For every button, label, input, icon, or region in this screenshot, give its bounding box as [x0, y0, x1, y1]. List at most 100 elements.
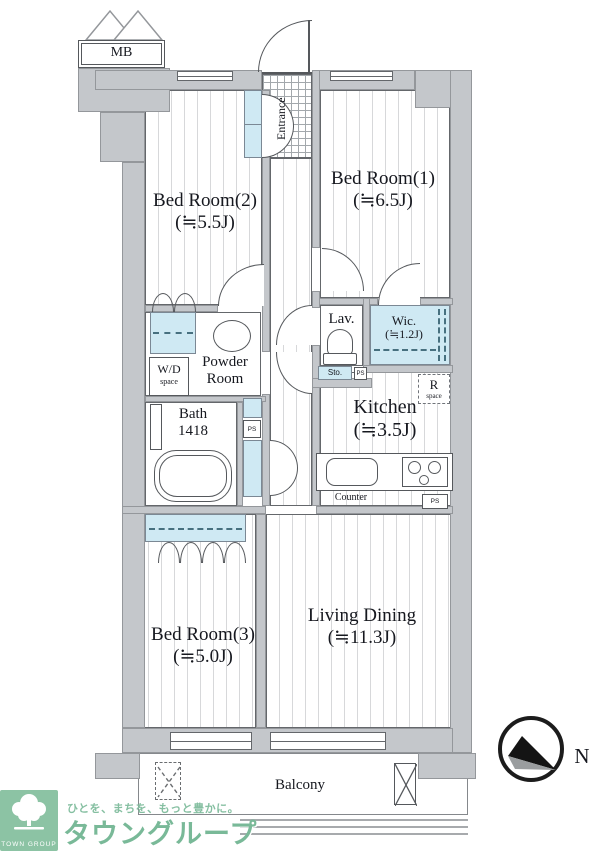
wd-label: W/D	[157, 362, 181, 376]
gas-meter-icon	[84, 9, 164, 41]
living-name: Living Dining	[307, 605, 417, 626]
window-bedroom2-top	[177, 71, 233, 81]
balcony-rail-line-2	[240, 826, 468, 828]
entrance-label-text: Entrance	[274, 97, 288, 141]
entrance-door-swing	[258, 20, 312, 72]
kitchen-name: Kitchen	[353, 396, 417, 418]
r-label: R	[429, 377, 439, 392]
bath-side-cabinet-lower	[243, 440, 262, 497]
wic-side-rail-1	[438, 309, 440, 361]
bedroom1-size: (≒6.5J)	[353, 190, 413, 212]
bath-side-cabinet-upper	[243, 398, 262, 418]
living-label: Living Dining (≒11.3J)	[272, 605, 452, 649]
wic-side-rail-2	[444, 309, 446, 361]
balcony-hatch-cross-icon	[394, 763, 418, 807]
r-space-label: space	[426, 392, 442, 401]
town-group-logo: TOWN GROUP	[0, 790, 58, 851]
entrance-label: Entrance	[274, 84, 290, 154]
wall-bedroom1-bottom-right	[420, 298, 453, 305]
lavatory-label: Lav.	[328, 311, 355, 327]
window-bedroom1-top	[330, 71, 393, 81]
storage-strip	[318, 366, 352, 380]
wall-mid-band-right	[316, 506, 453, 514]
kitchen-label: Kitchen (≒3.5J)	[310, 396, 460, 442]
balcony-rail-line-3	[240, 833, 468, 835]
washer-dryer-space: W/D space	[149, 357, 189, 396]
stove-burner-3	[419, 475, 429, 485]
powder-line1: Powder	[202, 354, 248, 370]
living-floor	[266, 514, 453, 728]
brand-tagline: ひとを、まちを、もっと豊かに。	[67, 803, 240, 815]
bedroom3-label: Bed Room(3) (≒5.0J)	[118, 624, 288, 668]
wall-left-main	[122, 162, 145, 728]
bedroom3-closet-rail	[149, 528, 242, 530]
bath-line1: Bath	[178, 406, 208, 422]
wic-size: (≒1.2J)	[385, 327, 423, 342]
bathtub-inner-rim	[159, 455, 227, 497]
living-size: (≒11.3J)	[327, 627, 397, 649]
window-living-balcony	[270, 732, 386, 750]
powder-room-label: Powder Room	[184, 354, 266, 389]
ps-shaft-bath: PS	[243, 420, 261, 438]
bedroom3-name: Bed Room(3)	[151, 624, 255, 645]
wic-name: Wic.	[391, 313, 417, 328]
balcony-hatch-box	[394, 763, 418, 807]
wic-label: Wic. (≒1.2J)	[370, 313, 438, 342]
ps-shaft-kitchen: PS	[422, 494, 448, 509]
brand-company-name: タウングループ	[63, 819, 258, 849]
wall-top-corner-nook	[415, 70, 453, 108]
wall-bath-right	[237, 402, 243, 506]
wall-hall-right-middle	[312, 291, 320, 308]
toilet-tank	[323, 353, 357, 365]
balcony-label: Balcony	[275, 777, 325, 793]
counter-label: Counter	[334, 492, 368, 503]
bathtub	[154, 450, 232, 502]
wall-hall-left-lower	[262, 394, 270, 506]
compass-north-label: N	[574, 744, 590, 768]
window-bedroom3-balcony	[170, 732, 252, 750]
entrance-threshold	[262, 72, 312, 74]
wall-left-upper	[100, 112, 145, 162]
toilet-bowl	[327, 329, 353, 355]
evacuation-hatch-cross-icon	[157, 766, 181, 798]
wall-right-main	[450, 70, 472, 753]
storage-label: Sto.	[327, 368, 343, 377]
wd-space-label: space	[160, 376, 178, 386]
bedroom1-name: Bed Room(1)	[331, 168, 435, 189]
wall-bottom-right-block	[418, 753, 476, 779]
compass-needle-icon	[508, 736, 556, 770]
bedroom2-size: (≒5.5J)	[175, 212, 235, 234]
evacuation-hatch	[155, 762, 181, 800]
town-group-logo-text: TOWN GROUP	[1, 841, 57, 848]
wall-wic-bottom	[363, 365, 453, 373]
powder-line2: Room	[206, 371, 244, 388]
bath-label: Bath 1418	[152, 406, 234, 441]
wic-interior	[370, 305, 450, 365]
wall-bottom-left-block	[95, 753, 140, 779]
wall-hall-left-upper	[262, 90, 270, 352]
wic-hanger-rail	[374, 349, 436, 351]
wall-bedroom3-living	[256, 514, 266, 728]
compass-icon	[498, 716, 564, 782]
bedroom2-name: Bed Room(2)	[153, 190, 257, 211]
meter-box-label: MB	[110, 45, 133, 60]
refrigerator-space: R space	[418, 374, 450, 404]
tree-icon	[12, 794, 46, 830]
wall-powder-bath-divider	[145, 396, 266, 402]
bedroom2-label: Bed Room(2) (≒5.5J)	[120, 190, 290, 234]
kitchen-sink	[326, 458, 378, 486]
wall-hall-right-upper	[312, 70, 320, 248]
bath-counter-ledge	[150, 404, 162, 450]
meter-box: MB	[78, 40, 165, 68]
ps-shaft-lav: PS	[354, 367, 367, 380]
powder-basin	[213, 320, 251, 352]
bath-line2: 1418	[178, 423, 208, 440]
bedroom1-label: Bed Room(1) (≒6.5J)	[300, 168, 466, 212]
stove-burner-1	[408, 461, 421, 474]
wall-hall-right-lower	[312, 345, 320, 506]
wall-mid-band-left	[122, 506, 266, 514]
entrance-door-leaf	[308, 20, 310, 72]
bedroom3-size: (≒5.0J)	[173, 646, 233, 668]
kitchen-size: (≒3.5J)	[353, 419, 417, 442]
